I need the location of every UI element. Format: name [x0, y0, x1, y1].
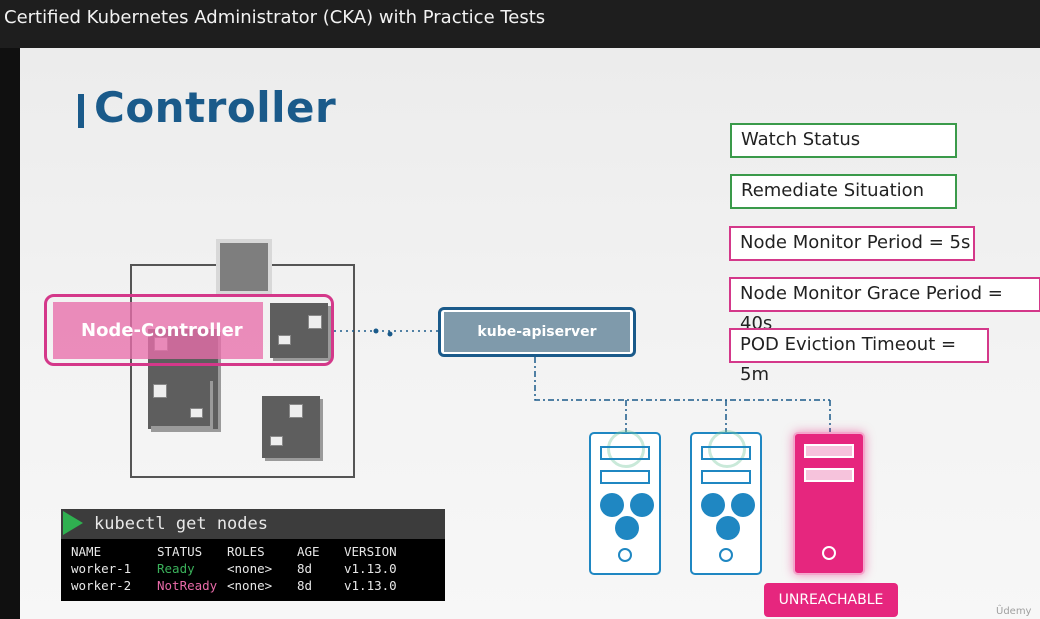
- node-roles: <none>: [227, 561, 273, 576]
- pod-block: [270, 303, 328, 358]
- step-remediate-situation: Remediate Situation: [730, 174, 957, 209]
- terminal-command-bar: kubectl get nodes: [61, 509, 445, 539]
- node-age: 8d: [297, 561, 313, 576]
- node-controller-label: Node-Controller: [53, 302, 263, 359]
- connector-lines: [334, 328, 831, 432]
- table-row: worker-1 Ready <none> 8d v1.13.0: [71, 560, 397, 577]
- node-name: worker-2: [71, 578, 132, 593]
- node-version: v1.13.0: [344, 561, 397, 576]
- node-status-ready: Ready: [157, 561, 195, 576]
- slide-title: Controller: [94, 83, 337, 132]
- window-title: Certified Kubernetes Administrator (CKA)…: [0, 0, 1040, 48]
- title-accent-bar: [78, 94, 84, 128]
- param-node-monitor-period: Node Monitor Period = 5s: [729, 226, 975, 261]
- terminal-output: NAME STATUS ROLES AGE VERSION worker-1 R…: [61, 539, 445, 601]
- pod-block: [262, 396, 320, 458]
- col-version-header: VERSION: [344, 544, 397, 559]
- node-controller-outline: [44, 294, 334, 366]
- node-roles: <none>: [227, 578, 273, 593]
- unreachable-badge: UNREACHABLE: [764, 583, 898, 617]
- gray-square-block: [216, 239, 272, 295]
- server-unreachable: [793, 432, 865, 575]
- terminal-command: kubectl get nodes: [94, 514, 268, 534]
- param-pod-eviction-timeout: POD Eviction Timeout = 5m: [729, 328, 989, 385]
- server-worker-1: [589, 430, 661, 575]
- slide: Controller Watch Status Remediate Situat…: [20, 48, 1040, 619]
- col-roles-header: ROLES: [227, 544, 265, 559]
- col-status-header: STATUS: [157, 544, 203, 559]
- table-header-row: NAME STATUS ROLES AGE VERSION: [71, 543, 397, 560]
- pod-block: [148, 378, 210, 426]
- udemy-watermark: Ûdemy: [996, 606, 1032, 617]
- node-status-notready: NotReady: [157, 578, 218, 593]
- node-version: v1.13.0: [344, 578, 397, 593]
- step-watch-status: Watch Status: [730, 123, 957, 158]
- kube-apiserver-label: kube-apiserver: [444, 312, 630, 352]
- play-icon: [63, 511, 83, 535]
- server-worker-2: [690, 430, 762, 575]
- col-age-header: AGE: [297, 544, 320, 559]
- node-age: 8d: [297, 578, 313, 593]
- table-row: worker-2 NotReady <none> 8d v1.13.0: [71, 577, 397, 594]
- node-name: worker-1: [71, 561, 132, 576]
- nodes-table: NAME STATUS ROLES AGE VERSION worker-1 R…: [71, 543, 397, 594]
- col-name-header: NAME: [71, 544, 102, 559]
- left-edge: [0, 48, 20, 619]
